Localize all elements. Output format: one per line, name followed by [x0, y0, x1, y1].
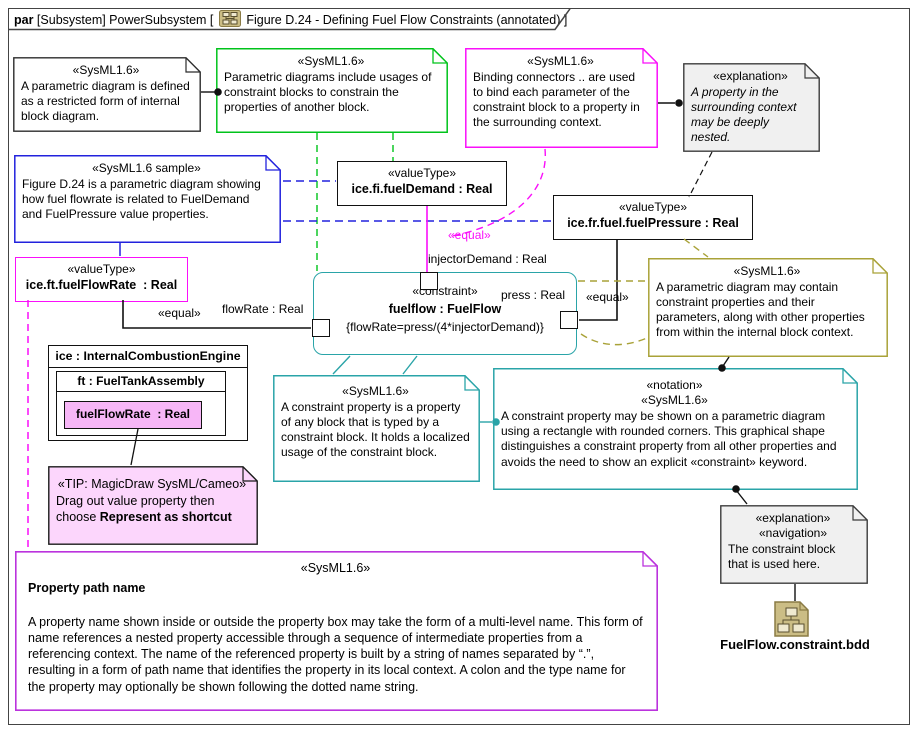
constraint-property-fuelflow[interactable]: «constraint» fuelflow : FuelFlow {flowRa…: [313, 272, 577, 355]
note-binding-connectors[interactable]: «SysML1.6» Binding connectors .. are used…: [465, 48, 658, 148]
note-outline: [13, 57, 201, 132]
note-stereotype: «SysML1.6 sample»: [92, 161, 201, 175]
note-outline: [273, 375, 480, 482]
note-outline: [683, 63, 820, 152]
note-stereotype: «SysML1.6»: [733, 264, 801, 278]
constraint-expression: {flowRate=press/(4*injectorDemand)}: [346, 320, 544, 334]
note-sysml-sample[interactable]: «SysML1.6 sample» Figure D.24 is a parame…: [14, 155, 281, 243]
note-stereotype: «SysML1.6»: [641, 393, 708, 408]
param-label-flowrate: flowRate : Real: [222, 302, 304, 316]
note-outline: [720, 505, 868, 584]
valuetype-fuel-pressure[interactable]: «valueType» ice.fr.fuel.fuelPressure : R…: [553, 195, 753, 240]
note-body-bold: Represent as shortcut: [99, 509, 232, 524]
note-outline: [465, 48, 658, 148]
tab-title: Figure D.24 - Defining Fuel Flow Constra…: [242, 13, 561, 27]
note-body: Binding connectors .. are used to bind e…: [473, 70, 640, 130]
note-body: Figure D.24 is a parametric diagram show…: [22, 177, 261, 222]
parameter-port-flowrate[interactable]: [312, 319, 330, 337]
note-body: The constraint block that is used here.: [728, 542, 836, 572]
part-ft-title: ft : FuelTankAssembly: [57, 372, 225, 392]
note-notation[interactable]: «notation»«SysML1.6»A constraint propert…: [493, 368, 858, 490]
part-ice-title: ice : InternalCombustionEngine: [49, 346, 247, 368]
note-body: Parametric diagrams include usages of co…: [224, 70, 432, 115]
note-constraint-property[interactable]: «SysML1.6» A constraint property is a pro…: [273, 375, 480, 482]
note-heading: Property path name: [28, 581, 146, 596]
note-stereotype: «SysML1.6»: [342, 384, 409, 398]
note-outline: [15, 551, 658, 711]
value-property-fuelflowrate[interactable]: fuelFlowRate : Real: [64, 401, 202, 429]
tab-context: [Subsystem] PowerSubsystem [: [33, 13, 217, 27]
constraint-name: fuelflow : FuelFlow: [388, 302, 502, 316]
note-stereotype: «explanation»: [755, 511, 831, 525]
bdd-shortcut-icon[interactable]: [774, 601, 809, 642]
note-deeply-nested[interactable]: «explanation» A property in the surroundi…: [683, 63, 820, 152]
equal-label-right: «equal»: [586, 290, 629, 304]
diagram-type-icon: [218, 10, 241, 30]
note-outline: [493, 368, 858, 490]
equal-label-mid: «equal»: [448, 228, 491, 242]
note-stereotype: «SysML1.6»: [297, 54, 365, 68]
equal-label-left: «equal»: [158, 306, 201, 320]
note-diagram-contain[interactable]: «SysML1.6» A parametric diagram may conta…: [648, 258, 888, 357]
part-ice-block[interactable]: ice : InternalCombustionEngine ft : Fuel…: [48, 345, 248, 441]
note-body: A parametric diagram may contain constra…: [656, 280, 865, 340]
valuetype-name: ice.ft.fuelFlowRate : Real: [25, 278, 178, 292]
valuetype-fuel-flow-rate[interactable]: «valueType» ice.ft.fuelFlowRate : Real: [15, 257, 188, 302]
note-body: A constraint property is a property of a…: [281, 400, 470, 460]
note-stereotype: «SysML1.6»: [527, 54, 594, 68]
valuetype-fuel-demand[interactable]: «valueType» ice.fi.fuelDemand : Real: [337, 161, 507, 206]
diagram-tab[interactable]: par [Subsystem] PowerSubsystem [ Figure …: [14, 10, 568, 30]
note-stereotype: «TIP: MagicDraw SysML/Cameo»: [57, 477, 247, 491]
valuetype-stereotype: «valueType»: [387, 166, 457, 180]
note-tip-magicdraw[interactable]: «TIP: MagicDraw SysML/Cameo» Drag out val…: [48, 466, 258, 545]
part-ft-block[interactable]: ft : FuelTankAssembly fuelFlowRate : Rea…: [56, 371, 226, 436]
parameter-port-press[interactable]: [560, 311, 578, 329]
note-stereotype: «notation»: [646, 378, 703, 392]
note-parametric-usages[interactable]: «SysML1.6» Parametric diagrams include us…: [216, 48, 448, 133]
note-outline: [648, 258, 888, 357]
note-outline: [48, 466, 258, 545]
note-body: A constraint property may be shown on a …: [501, 409, 837, 469]
note-body: A property name shown inside or outside …: [28, 614, 643, 694]
note-stereotype: «navigation»: [758, 526, 828, 541]
bdd-shortcut-label: FuelFlow.constraint.bdd: [720, 637, 870, 652]
note-outline: [14, 155, 281, 243]
value-property-label: fuelFlowRate : Real: [75, 407, 191, 421]
tab-close-bracket: ]: [560, 13, 568, 27]
param-label-injectordemand: injectorDemand : Real: [428, 252, 547, 266]
note-body: Drag out value property then choose: [56, 493, 215, 524]
parameter-port-injectordemand[interactable]: [420, 272, 438, 290]
note-outline: [216, 48, 448, 133]
valuetype-stereotype: «valueType»: [618, 200, 688, 214]
valuetype-name: ice.fi.fuelDemand : Real: [351, 182, 493, 196]
valuetype-name: ice.fr.fuel.fuelPressure : Real: [567, 216, 739, 230]
tab-keyword: par: [14, 13, 34, 27]
note-body: A property in the surrounding context ma…: [691, 85, 797, 145]
note-stereotype: «SysML1.6»: [300, 561, 371, 575]
note-stereotype: «SysML1.6»: [72, 63, 140, 77]
valuetype-stereotype: «valueType»: [67, 262, 136, 276]
note-body: A parametric diagram is defined as a res…: [21, 79, 190, 124]
note-stereotype: «explanation»: [713, 69, 788, 83]
note-parametric-restricted[interactable]: «SysML1.6» A parametric diagram is define…: [13, 57, 201, 132]
note-property-path-name[interactable]: «SysML1.6» Property path name A property…: [15, 551, 658, 711]
param-label-press: press : Real: [501, 288, 566, 302]
note-used-here[interactable]: «explanation»«navigation»The constraint …: [720, 505, 868, 584]
